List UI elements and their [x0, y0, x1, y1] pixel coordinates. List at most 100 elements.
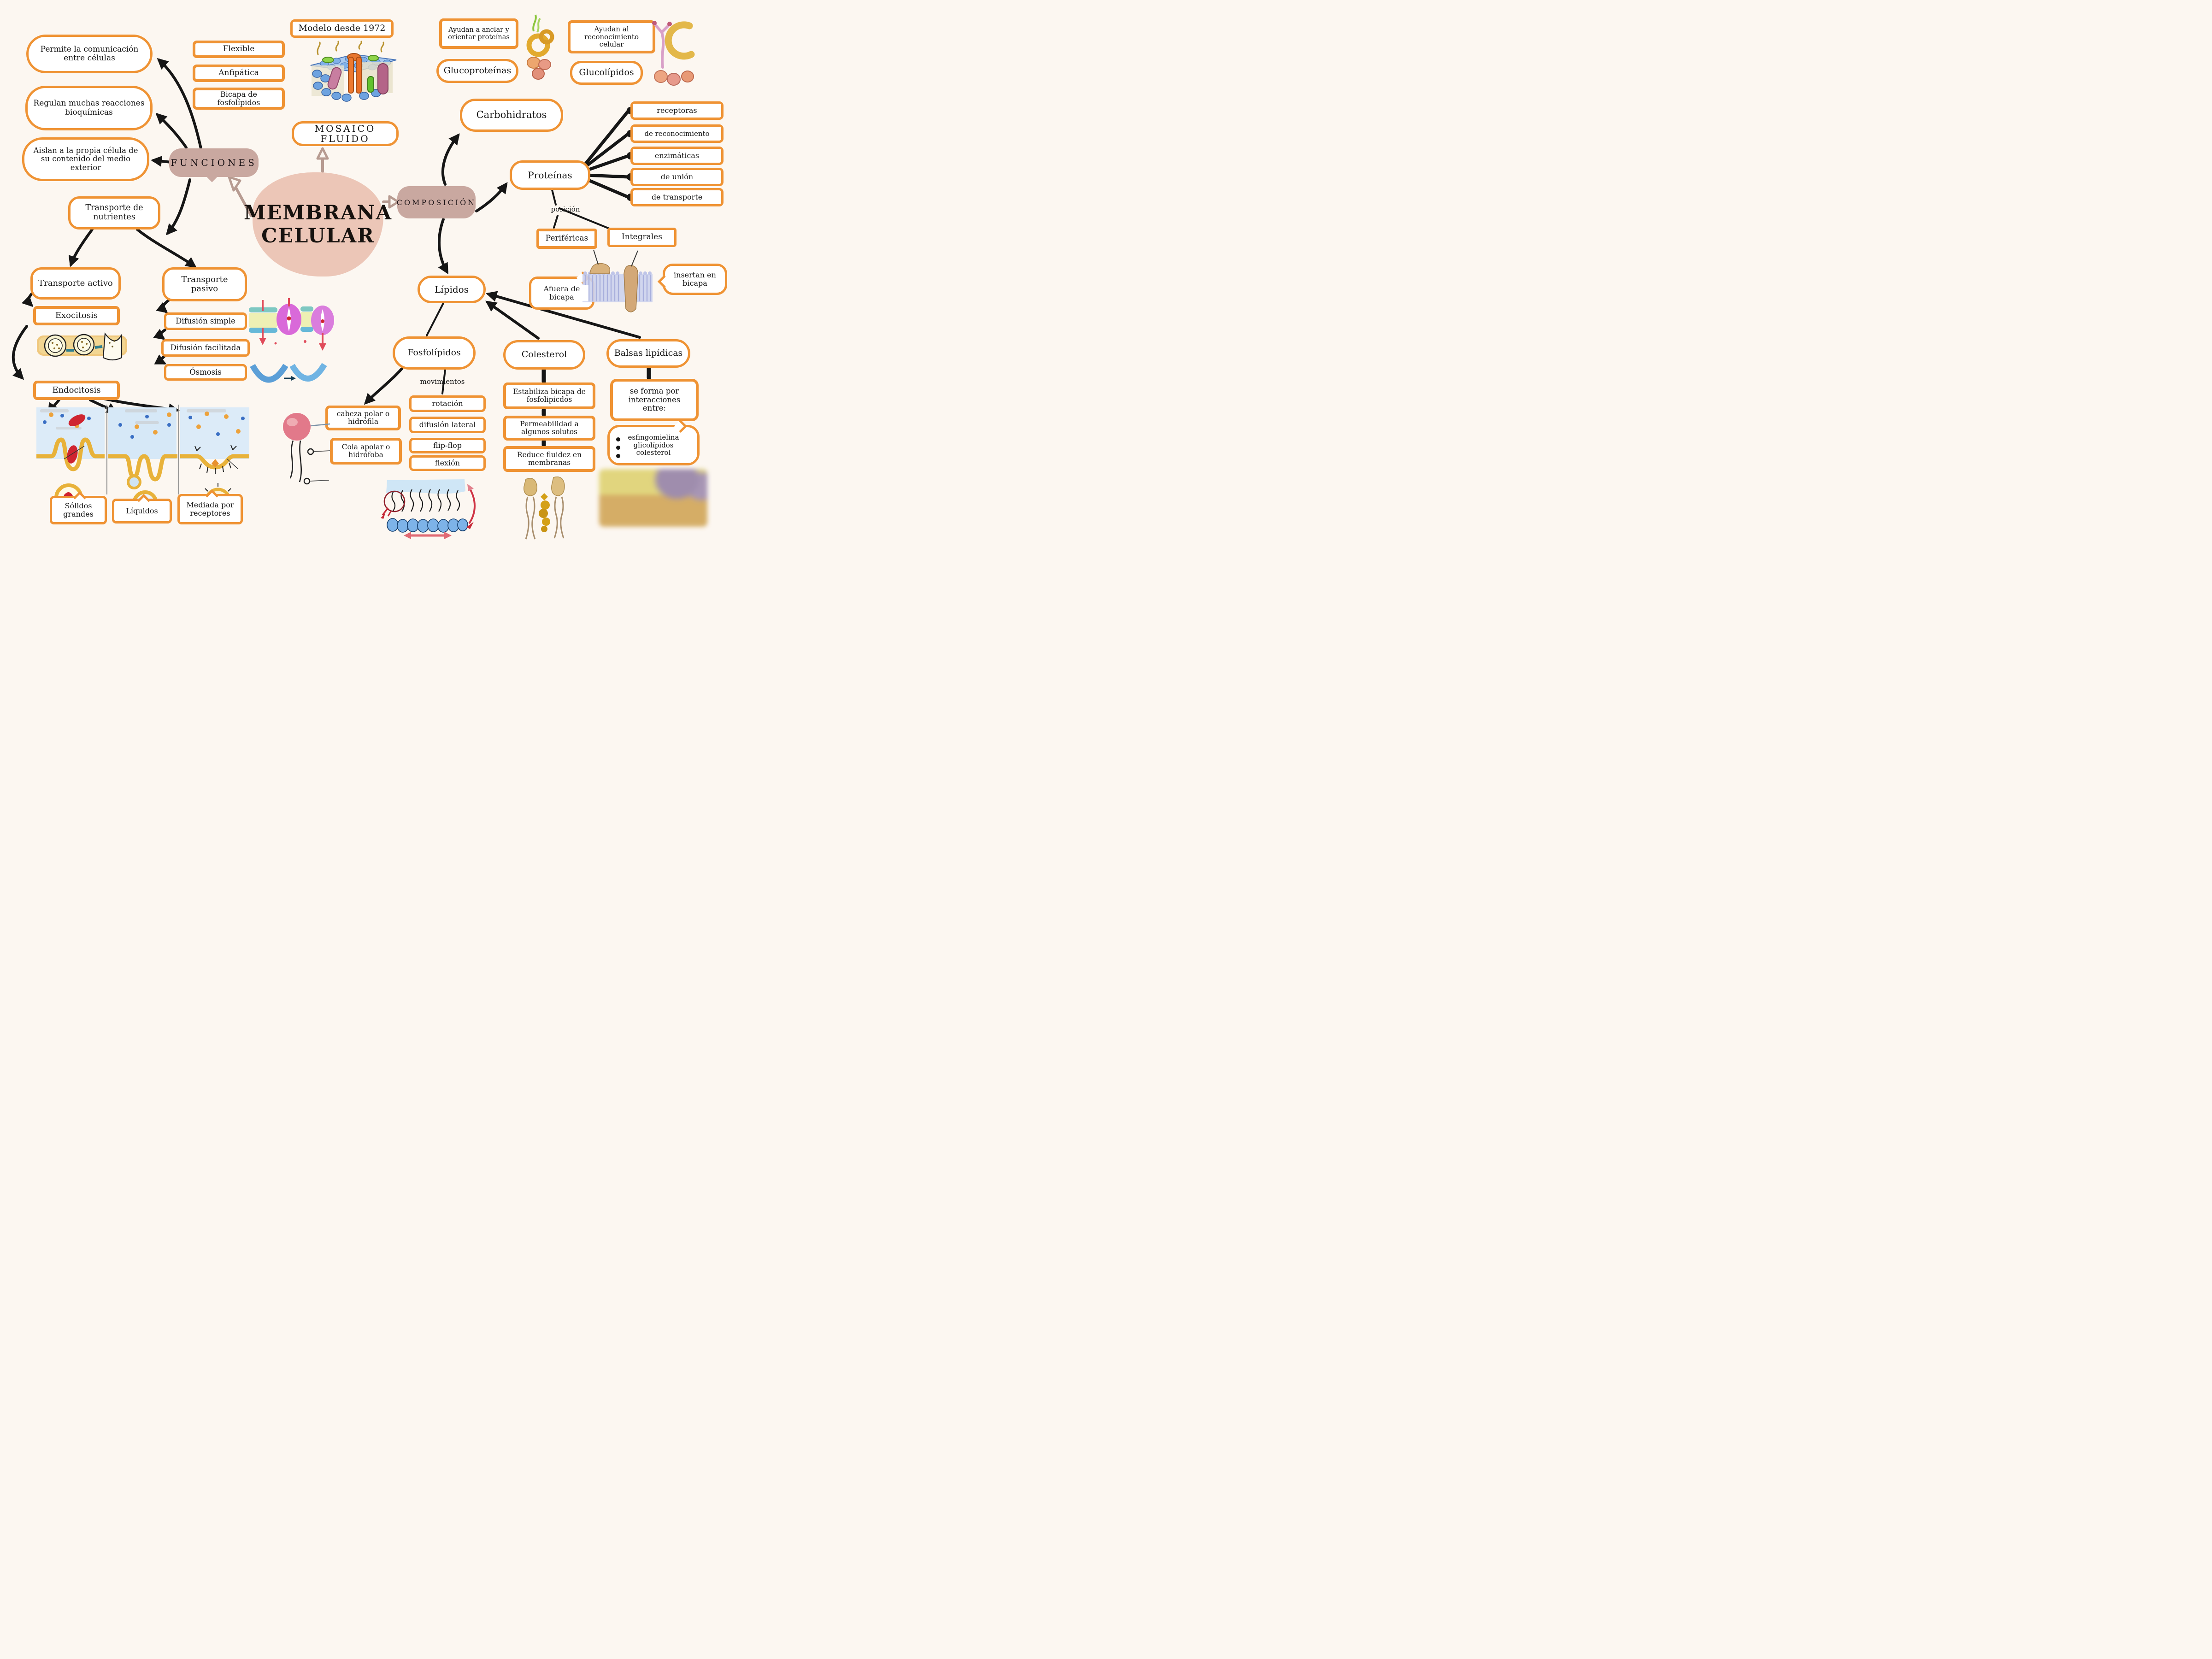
- glucoproteinas-funcion-node: Ayudan a anclar y orientar proteínas: [439, 18, 518, 49]
- modelo-badge-label: Modelo desde 1972: [298, 23, 386, 34]
- glucolipidos-funcion-label: Ayudan al reconocimiento celular: [584, 24, 639, 49]
- colesterol-funcion-label: Estabiliza bicapa de fosfolipicdos: [513, 387, 586, 404]
- pasivo-label: Transporte pasivo: [181, 274, 228, 294]
- perifericas-label: Periféricas: [545, 234, 588, 243]
- endocitosis-label: Endocitosis: [52, 385, 101, 395]
- membrane-3d-illustration: [310, 41, 397, 102]
- caracteristica-label: Flexible: [223, 44, 255, 54]
- fosfolipidos-node: Fosfolípidos: [393, 336, 476, 370]
- colesterol-label: Colesterol: [521, 349, 567, 360]
- mosaico-fluido-node: MOSAICO FLUIDO: [292, 121, 399, 146]
- proteinas-label: Proteínas: [528, 169, 572, 181]
- caracteristica-label: Bicapa de fosfolípidos: [217, 90, 260, 107]
- balsas-label: Balsas lipídicas: [614, 348, 683, 359]
- bullet-dot: [616, 437, 620, 441]
- balsas-formacion-node: se forma por interacciones entre:: [610, 379, 699, 421]
- difusion-facilitada-node: Difusión facilitada: [161, 339, 250, 357]
- hub-composicion-label: COMPOSICIÓN: [396, 198, 477, 207]
- lipidos-node: Lípidos: [418, 276, 486, 303]
- tipo-label: de transporte: [651, 193, 703, 202]
- tipo-endocitosis-label: Líquidos: [126, 506, 158, 516]
- transporte-pasivo-node: Transporte pasivo: [162, 267, 247, 301]
- phospholipid-illustration: [283, 413, 330, 485]
- proteinas-node: Proteínas: [510, 160, 590, 190]
- lipid-raft-illustration: [599, 469, 707, 527]
- modelo-1972-badge: Modelo desde 1972: [290, 19, 394, 38]
- caracteristica-label: Anfipática: [218, 68, 259, 78]
- balsas-componentes-bubble: esfingomielina glicolípidos colesterol: [607, 419, 700, 465]
- function-label: Aislan a la propia célula de su contenid…: [33, 146, 138, 172]
- tipo-label: receptoras: [657, 106, 697, 115]
- glucoproteinas-label: Glucoproteínas: [443, 65, 512, 76]
- bilayer-movements-illustration: [381, 479, 476, 539]
- bullet-dot: [616, 446, 620, 450]
- colesterol-funcion-label: Reduce fluidez en membranas: [517, 450, 582, 467]
- difusion-simple-node: Difusión simple: [164, 312, 247, 330]
- tipo-label: de unión: [660, 172, 694, 182]
- function-node-comunicacion: Permite la comunicación entre células: [26, 35, 153, 73]
- cholesterol-illustration: [524, 477, 565, 540]
- osmosis-label: Ósmosis: [189, 367, 222, 377]
- componente-label: glicolípidos: [633, 441, 674, 449]
- integrales-label: Integrales: [622, 232, 662, 242]
- caracteristica-bicapa: Bicapa de fosfolípidos: [193, 88, 285, 110]
- nutrientes-label: Transporte de nutrientes: [85, 203, 143, 222]
- hub-composicion: COMPOSICIÓN: [397, 186, 476, 218]
- cabeza-polar-node: cabeza polar o hidrófila: [325, 406, 401, 430]
- caracteristica-flexible: Flexible: [193, 41, 285, 58]
- mind-map-canvas: Permite la comunicación entre células Re…: [0, 0, 737, 553]
- posicion-label: posición: [545, 204, 586, 214]
- proteina-tipo-union: de unión: [630, 168, 724, 186]
- connector-lines: [12, 58, 651, 447]
- tipo-label: de reconocimiento: [644, 129, 710, 138]
- mosaico-label: MOSAICO FLUIDO: [314, 123, 376, 144]
- function-label: Permite la comunicación entre células: [40, 44, 139, 63]
- glycolipid-icon: [652, 21, 695, 86]
- colesterol-funcion-fluidez: Reduce fluidez en membranas: [503, 446, 595, 472]
- posicion-text: posición: [551, 205, 580, 213]
- tipo-endocitosis-label: Sólidos grandes: [56, 502, 101, 518]
- caracteristica-anfipatica: Anfipática: [193, 65, 285, 82]
- passive-transport-illustration: [249, 298, 334, 383]
- exocitosis-node: Exocitosis: [33, 306, 120, 325]
- componente-label: colesterol: [636, 448, 671, 457]
- fosfolipidos-label: Fosfolípidos: [407, 347, 461, 358]
- hub-funciones-label: FUNCIONES: [171, 157, 257, 168]
- difusion-label: Difusión facilitada: [170, 343, 241, 352]
- glycoprotein-icon: [526, 14, 554, 80]
- parte-label: cabeza polar o hidrófila: [336, 409, 390, 426]
- glucolipidos-node: Glucolípidos: [570, 61, 643, 85]
- colesterol-node: Colesterol: [503, 340, 585, 370]
- bullet-dot: [616, 454, 620, 458]
- function-label: Regulan muchas reacciones bioquímicas: [33, 99, 145, 117]
- perifericas-node: Periféricas: [536, 229, 597, 249]
- difusion-label: Difusión simple: [176, 316, 235, 325]
- proteina-tipo-receptoras: receptoras: [630, 101, 724, 120]
- carbohidratos-node: Carbohidratos: [460, 99, 563, 132]
- hub-funciones: FUNCIONES: [169, 148, 259, 177]
- insertan-en-bicapa-bubble: insertan en bicapa: [657, 264, 727, 295]
- componente-label: esfingomielina: [628, 433, 679, 441]
- carbohidratos-label: Carbohidratos: [476, 109, 547, 121]
- protein-position-illustration: [582, 249, 653, 312]
- colesterol-funcion-permeabilidad: Permeabilidad a algunos solutos: [503, 416, 595, 441]
- title-line2: CELULAR: [261, 224, 375, 247]
- integrales-node: Integrales: [607, 228, 677, 247]
- proteina-tipo-reconocimiento: de reconocimiento: [630, 124, 724, 143]
- solidos-grandes-bubble: Sólidos grandes: [50, 491, 107, 524]
- movimientos-label: movimientos: [414, 377, 471, 387]
- afuera-label: Afuera de bicapa: [535, 285, 588, 301]
- glucolipidos-label: Glucolípidos: [579, 67, 634, 78]
- transporte-activo-node: Transporte activo: [30, 267, 121, 300]
- mov-label: rotación: [432, 399, 463, 408]
- glucolipidos-funcion-node: Ayudan al reconocimiento celular: [568, 20, 655, 53]
- glucoproteinas-funcion-label: Ayudan a anclar y orientar proteínas: [448, 26, 510, 41]
- balsas-formacion-label: se forma por interacciones entre:: [628, 387, 681, 413]
- proteina-tipo-enzimaticas: enzimáticas: [630, 147, 724, 165]
- parte-label: Cola apolar o hidrófoba: [341, 442, 390, 459]
- cola-apolar-node: Cola apolar o hidrófoba: [330, 438, 402, 465]
- mov-label: flexión: [435, 459, 460, 468]
- movimiento-rotacion: rotación: [409, 395, 486, 412]
- exocytosis-illustration: [37, 332, 127, 361]
- mov-label: flip-flop: [433, 441, 462, 450]
